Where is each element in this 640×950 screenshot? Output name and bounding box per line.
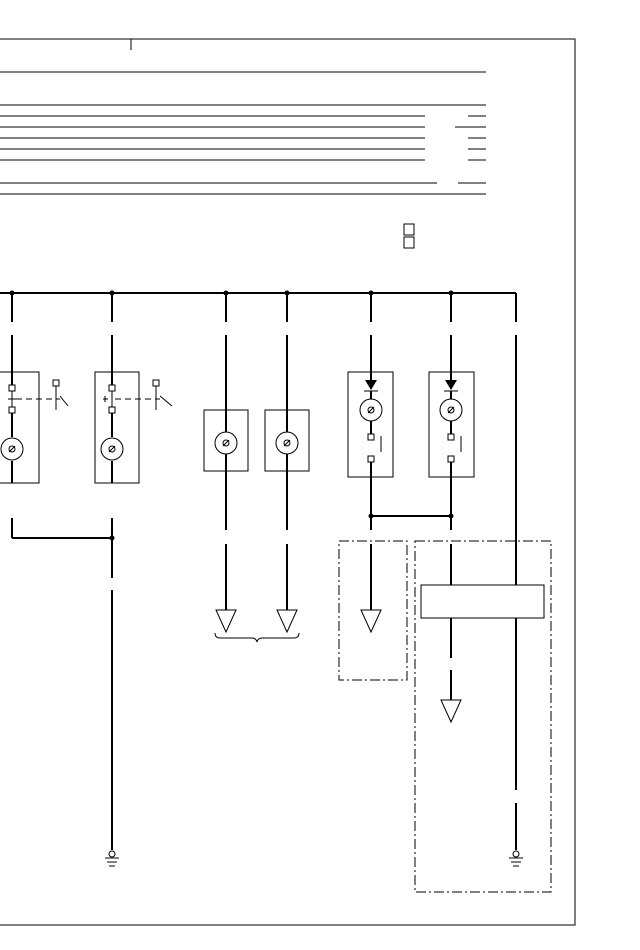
connector-icon [447, 455, 455, 463]
ground-arrow-icon [215, 609, 237, 634]
enclosure-right [414, 540, 552, 893]
connector-icon [108, 384, 116, 392]
control-module [420, 584, 545, 619]
connector-icon [367, 433, 375, 441]
connector-icon [8, 384, 16, 392]
branch-7 [509, 335, 523, 867]
bulb-icon [214, 431, 238, 455]
enclosure-left [338, 540, 408, 681]
branch-5 [347, 293, 394, 634]
diagram-frame [0, 38, 576, 926]
ground-icon [105, 850, 119, 867]
connector-icon [447, 433, 455, 441]
connector-icon [108, 406, 116, 414]
switch-icon [52, 379, 69, 410]
branch-3 [203, 293, 249, 634]
power-bus [0, 290, 517, 322]
branch-4 [264, 293, 310, 634]
connector-icon [367, 455, 375, 463]
ground-icon [509, 850, 523, 867]
legend-squares [403, 223, 415, 249]
bulb-icon [439, 398, 463, 422]
ground-arrow-icon [440, 699, 462, 724]
ground-arrow-icon [276, 609, 298, 634]
header-lines [0, 71, 486, 195]
component-box [94, 371, 140, 484]
bulb-icon [100, 437, 124, 461]
branch-6 [428, 293, 475, 724]
bracket [214, 632, 300, 643]
connector-icon [8, 406, 16, 414]
bulb-icon [0, 437, 24, 461]
switch-icon [152, 379, 173, 410]
bulb-icon [359, 398, 383, 422]
branch-2 [94, 293, 173, 867]
ground-arrow-icon [360, 609, 382, 634]
branch-1 [0, 293, 115, 541]
bulb-icon [275, 431, 299, 455]
component-box [0, 371, 40, 484]
